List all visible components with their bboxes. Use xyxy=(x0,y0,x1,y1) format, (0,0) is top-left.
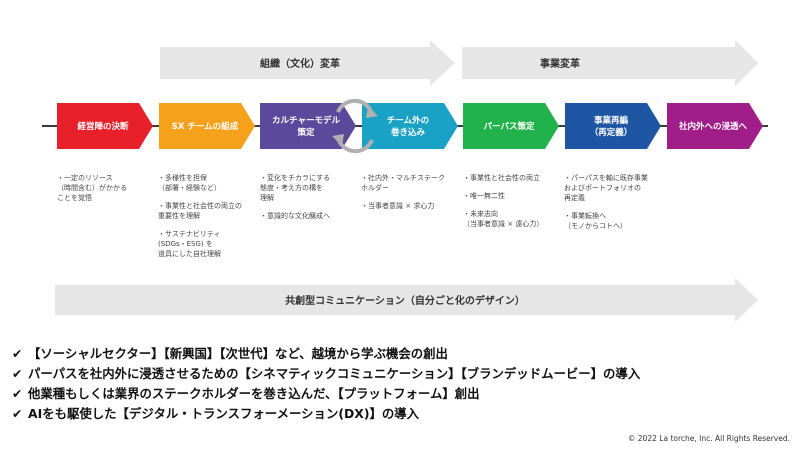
step-chevron-4 xyxy=(362,103,458,149)
check-icon: ✔ xyxy=(12,406,23,421)
cycle-arrow-head-bottom xyxy=(332,134,344,146)
detail-bullet: ・一定のリソース （時間含む）がかかる ことを覚悟 xyxy=(57,174,127,202)
checklist-text: 他業種もしくは業界のステークホルダーを巻き込んだ、【プラットフォーム】創出 xyxy=(28,386,480,401)
step-label-7: 社内外への浸透へ xyxy=(678,121,748,132)
detail-bullet: ・パーパスを軸に既存事業 およびポートフォリオの 再定義 xyxy=(564,174,648,202)
step-detail-column-3: ・変化をチカラにする 態度・考え方の構を 理解・意識的な文化醸成へ xyxy=(260,173,360,229)
step-chevron-2 xyxy=(159,103,255,149)
step-chevron-1 xyxy=(57,103,153,149)
step-detail-column-1: ・一定のリソース （時間含む）がかかる ことを覚悟 xyxy=(57,173,157,211)
detail-bullet: ・事業性と社会性の両立の 重要性を理解 xyxy=(158,202,242,220)
detail-bullet: ・多様性を担保 （部署・経験など） xyxy=(158,174,221,192)
band-arrow-culture xyxy=(160,40,455,86)
detail-bullet: ・サステナビリティ (SDGs・ESG) を 道具にした自社理解 xyxy=(158,230,221,258)
step-label-5: パーパス策定 xyxy=(484,121,535,132)
band-label-co-creation: 共創型コミュニケーション（自分ごと化のデザイン） xyxy=(285,294,525,307)
step-chevron-6 xyxy=(565,103,661,149)
step-detail-column-6: ・パーパスを軸に既存事業 およびポートフォリオの 再定義・事業転換へ （モノから… xyxy=(564,173,664,239)
cycle-arrow-head-top xyxy=(366,106,378,118)
step-chevron-7 xyxy=(667,103,763,149)
step-label-1: 経営陣の決断 xyxy=(77,121,129,132)
step-chevron-5 xyxy=(463,103,559,149)
band-arrow-co-creation xyxy=(55,278,758,322)
detail-bullet: ・社内外・マルチステーク ホルダー xyxy=(361,174,445,192)
process-steps: 経営陣の決断 SX チームの組成 カルチャーモデル策定 チーム外の巻き込み パーパス策定… xyxy=(57,103,763,149)
detail-bullet: ・当事者意識 × 求心力 xyxy=(361,202,435,210)
step-detail-column-4: ・社内外・マルチステーク ホルダー・当事者意識 × 求心力 xyxy=(361,173,461,219)
checklist-item: ✔ AIをも駆使した【デジタル・トランスフォーメーション(DX)】の導入 xyxy=(12,404,792,424)
detail-bullet: ・事業転換へ （モノからコトへ） xyxy=(564,212,627,230)
step-label-4: チーム外の巻き込み xyxy=(387,115,429,138)
step-chevron-3 xyxy=(260,103,356,149)
band-label-culture: 組織（文化）変革 xyxy=(260,57,340,70)
step-label-3: カルチャーモデル策定 xyxy=(272,115,340,138)
checklist-text: 【ソーシャルセクター】【新興国】【次世代】など、越境から学ぶ機会の創出 xyxy=(28,346,448,361)
check-icon: ✔ xyxy=(12,386,23,401)
check-icon: ✔ xyxy=(12,366,23,381)
check-icon: ✔ xyxy=(12,346,23,361)
detail-bullet: ・唯一無二性 xyxy=(463,192,505,200)
step-detail-column-5: ・事業性と社会性の両立・唯一無二性・未来志向 （当事者意識 × 遠心力） xyxy=(463,173,563,237)
copyright: © 2022 La torche, Inc. All Rights Reserv… xyxy=(627,434,790,443)
checklist-text: AIをも駆使した【デジタル・トランスフォーメーション(DX)】の導入 xyxy=(28,406,420,421)
detail-bullet: ・変化をチカラにする 態度・考え方の構を 理解 xyxy=(260,174,331,202)
checklist-item: ✔ 【ソーシャルセクター】【新興国】【次世代】など、越境から学ぶ機会の創出 xyxy=(12,344,792,364)
band-arrow-business xyxy=(462,40,758,86)
checklist: ✔ 【ソーシャルセクター】【新興国】【次世代】など、越境から学ぶ機会の創出 ✔ パー… xyxy=(12,344,792,424)
checklist-item: ✔ 他業種もしくは業界のステークホルダーを巻き込んだ、【プラットフォーム】創出 xyxy=(12,384,792,404)
step-label-2: SX チームの組成 xyxy=(172,121,239,132)
detail-bullet: ・意識的な文化醸成へ xyxy=(260,212,330,220)
checklist-text: パーパスを社内外に浸透させるための【シネマティックコミュニケーション】【ブランデ… xyxy=(28,366,641,381)
detail-bullet: ・事業性と社会性の両立 xyxy=(463,174,540,182)
step-label-6: 事業再編（再定義） xyxy=(590,115,633,138)
checklist-item: ✔ パーパスを社内外に浸透させるための【シネマティックコミュニケーション】【ブラン… xyxy=(12,364,792,384)
band-label-business: 事業変革 xyxy=(540,57,580,70)
detail-bullet: ・未来志向 （当事者意識 × 遠心力） xyxy=(463,210,544,228)
step-detail-column-2: ・多様性を担保 （部署・経験など） ・事業性と社会性の両立の 重要性を理解・サステ… xyxy=(158,173,258,267)
